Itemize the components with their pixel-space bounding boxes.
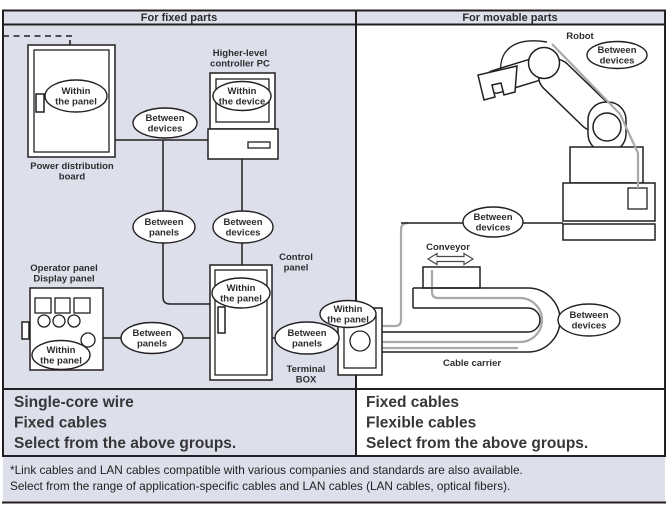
bubble-text: Between — [132, 328, 171, 339]
panel-handle — [21, 321, 30, 340]
panel-button — [34, 297, 52, 314]
robot-gripper — [477, 65, 518, 101]
fixed-summary-bg — [3, 389, 356, 456]
frame-lines — [2, 9, 666, 504]
robot-label: Robot — [566, 31, 594, 42]
panel-handle — [35, 93, 45, 113]
panel-lamp — [67, 314, 81, 328]
bubble-within-device-pc: Within the device — [212, 80, 272, 112]
terminal-box-label: Terminal — [287, 364, 326, 375]
bubble-text: Between — [223, 217, 262, 228]
bubble-between-panels-bottom-left: Between panels — [120, 321, 184, 355]
movable-summary-bg — [356, 389, 665, 456]
header-fixed-bg — [3, 10, 356, 25]
power-board-label: Power distribution — [30, 161, 114, 172]
footnote-line: Select from the range of application-spe… — [10, 479, 510, 493]
bubble-text: devices — [148, 124, 183, 135]
header-movable-bg — [356, 10, 665, 25]
robot-elbow-joint — [592, 112, 622, 142]
bubble-text: Within — [227, 283, 256, 294]
panel-button — [54, 297, 71, 314]
summary-line: Fixed cables — [366, 394, 459, 411]
pc-base — [207, 128, 279, 160]
summary-line: Single-core wire — [14, 394, 134, 411]
panel-button — [73, 297, 91, 314]
bubble-text: devices — [476, 223, 511, 234]
bubble-text: Within — [334, 304, 363, 315]
movable-summary: Fixed cables Flexible cables Select from… — [366, 394, 588, 452]
robot-cable — [551, 43, 640, 188]
bubble-between-panels-bottom-right: Between panels — [274, 321, 340, 355]
bubble-text: the device — [219, 97, 265, 108]
panel-lamp — [37, 314, 51, 328]
bubble-text: Between — [144, 217, 183, 228]
bubble-between-devices-robot: Between devices — [586, 40, 648, 70]
bubble-between-devices-base: Between devices — [462, 206, 524, 238]
panel-lamp — [52, 314, 66, 328]
conveyor-motion-arrow — [426, 252, 475, 266]
fixed-summary: Single-core wire Fixed cables Select fro… — [14, 394, 236, 452]
controller-pc-label: Higher-level — [213, 48, 267, 59]
bubble-within-panel-power-board: Within the panel — [44, 79, 108, 113]
footnote-bg — [3, 457, 665, 502]
bubble-text: Between — [473, 212, 512, 223]
bubble-within-panel-control: Within the panel — [211, 277, 271, 309]
robot-pedestal — [569, 146, 644, 184]
bubble-between-devices-mid: Between devices — [212, 210, 274, 244]
cable-carrier-label: Cable carrier — [443, 358, 501, 369]
bubble-text: Within — [62, 86, 91, 97]
panel-handle — [217, 306, 226, 334]
footnote: *Link cables and LAN cables compatible w… — [10, 463, 523, 493]
bubble-between-panels-mid: Between panels — [132, 210, 196, 244]
bubble-text: panels — [292, 339, 322, 350]
controller-pc-label: controller PC — [210, 59, 270, 70]
operator-panel-label: Display panel — [33, 274, 94, 285]
summary-line: Flexible cables — [366, 415, 476, 432]
bubble-within-panel-operator: Within the panel — [31, 339, 91, 371]
bubble-between-devices-carrier: Between devices — [557, 303, 621, 337]
bubble-text: the panel — [55, 97, 97, 108]
control-panel-label: Control — [279, 252, 313, 263]
bubble-within-panel-terminal: Within the panel — [319, 299, 377, 329]
bubble-text: devices — [600, 56, 635, 67]
power-board-label: board — [59, 172, 86, 183]
bubble-text: the panel — [327, 315, 369, 326]
bubble-text: Between — [287, 328, 326, 339]
bubble-text: Between — [597, 45, 636, 56]
bubble-text: panels — [149, 228, 179, 239]
bubble-text: the panel — [40, 356, 82, 367]
robot-shoulder-joint — [527, 46, 561, 80]
conveyor-label: Conveyor — [426, 242, 470, 253]
bubble-between-devices-top: Between devices — [132, 107, 198, 139]
bubble-text: the panel — [220, 294, 262, 305]
robot-base — [562, 182, 656, 222]
control-panel-label: panel — [284, 263, 309, 274]
device-labels: Power distribution board Higher-level co… — [30, 31, 594, 386]
terminal-gland — [349, 330, 371, 352]
bubble-text: devices — [226, 228, 261, 239]
summary-line: Select from the above groups. — [366, 435, 588, 452]
bubble-text: devices — [572, 321, 607, 332]
panel-knob — [80, 332, 96, 348]
bubble-text: Within — [228, 86, 257, 97]
bubble-text: Between — [569, 310, 608, 321]
footnote-line: *Link cables and LAN cables compatible w… — [10, 463, 523, 477]
bubble-text: Within — [47, 345, 76, 356]
operator-panel-label: Operator panel — [30, 263, 98, 274]
robot — [477, 40, 656, 241]
header-movable-title: For movable parts — [462, 12, 557, 24]
summary-line: Fixed cables — [14, 415, 107, 432]
summary-line: Select from the above groups. — [14, 435, 236, 452]
header-fixed-title: For fixed parts — [141, 12, 217, 24]
bubble-text: Between — [145, 113, 184, 124]
pc-drive-slot — [247, 141, 271, 149]
robot-plinth — [562, 223, 656, 241]
bubble-text: panels — [137, 339, 167, 350]
terminal-box-label: BOX — [296, 375, 317, 386]
cable-carrier — [382, 270, 561, 353]
